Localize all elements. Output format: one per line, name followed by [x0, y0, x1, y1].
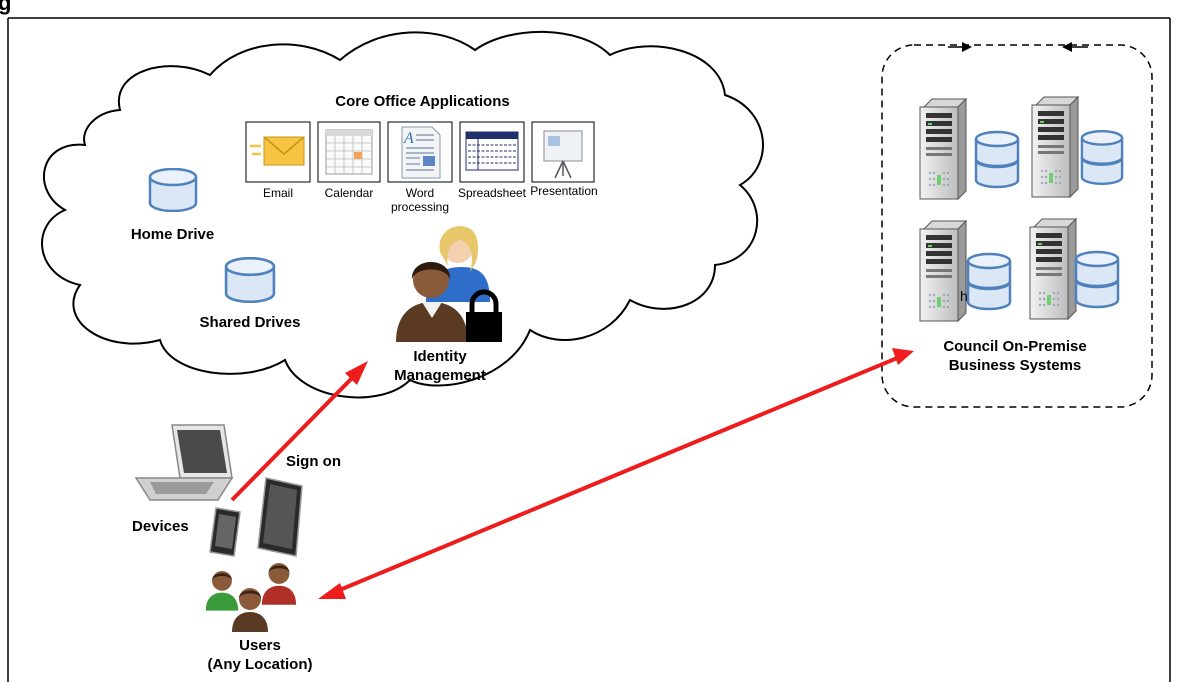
on-premise-boundary: [881, 44, 1153, 408]
identity-label-line2: Management: [394, 367, 486, 384]
stray-character: h: [960, 288, 968, 304]
users-to-systems-arrow: [318, 348, 914, 599]
presentation-icon: [531, 121, 595, 183]
database-1-icon: [974, 130, 1020, 189]
home-drive-icon: [148, 168, 198, 212]
left-arrow-icon: [1062, 42, 1088, 52]
server-tower-3: [919, 220, 967, 322]
server-tower-4: [1029, 218, 1077, 320]
sign-on-label: Sign on: [286, 453, 341, 470]
on-premise-label-line1: Council On-Premise: [943, 338, 1087, 355]
calendar-icon: [317, 121, 381, 183]
identity-management-label: Identity Management: [380, 347, 500, 385]
on-premise-label-line2: Business Systems: [948, 357, 1082, 374]
tablet-icon: [257, 477, 303, 557]
page-heading-fragment: g: [0, 0, 12, 15]
server-tower-2: [1031, 96, 1079, 198]
users-icon: [205, 563, 297, 632]
word-processing-label: Word processing: [390, 186, 450, 214]
database-2-icon: [1080, 129, 1124, 186]
right-arrow-icon: [948, 42, 972, 52]
spreadsheet-label: Spreadsheet: [457, 186, 527, 200]
presentation-label: Presentation: [530, 184, 598, 198]
database-3-icon: [966, 252, 1012, 311]
users-label: Users (Any Location): [200, 636, 320, 674]
laptop-icon: [134, 424, 234, 501]
shared-drives-label: Shared Drives: [199, 314, 301, 331]
server-tower-1: [919, 98, 967, 200]
users-label-line2: (Any Location): [207, 656, 313, 673]
core-office-applications-title: Core Office Applications: [335, 93, 510, 110]
identity-label-line1: Identity: [413, 348, 467, 365]
phone-icon: [209, 507, 241, 557]
home-drive-label: Home Drive: [130, 226, 215, 243]
users-label-line1: Users: [239, 637, 281, 654]
email-label: Email: [262, 186, 293, 200]
devices-label: Devices: [132, 518, 189, 535]
shared-drives-icon: [224, 257, 276, 303]
on-premise-systems-label: Council On-Premise Business Systems: [915, 337, 1115, 375]
svg-text:A: A: [403, 130, 414, 147]
email-icon: [245, 121, 311, 183]
calendar-label: Calendar: [324, 186, 374, 200]
spreadsheet-icon: [459, 121, 525, 183]
word-processing-icon: A: [387, 121, 453, 183]
identity-management-icon: [396, 226, 502, 342]
sign-on-arrow: [230, 361, 368, 502]
cloud-shape: [41, 30, 764, 399]
database-4-icon: [1074, 250, 1120, 309]
